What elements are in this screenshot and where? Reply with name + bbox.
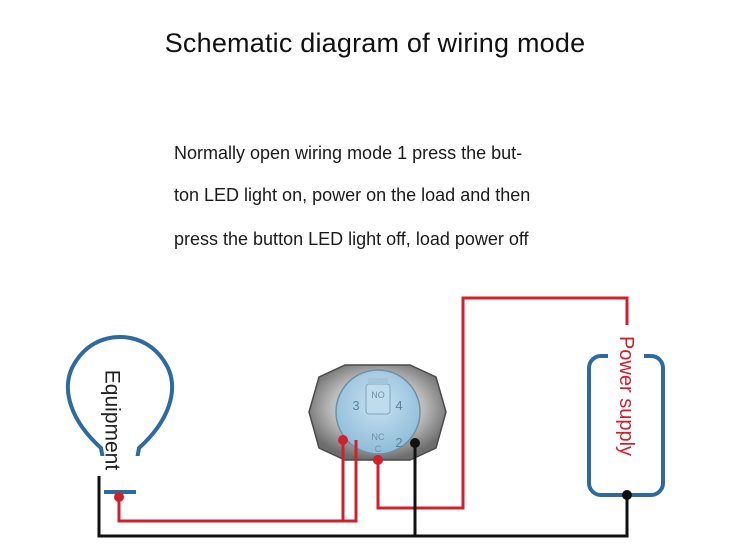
- dot-terminal-3: [338, 435, 348, 445]
- switch-terminal-2: 2: [395, 435, 402, 450]
- switch-bottom-label: C: [375, 444, 382, 454]
- dot-terminal-2: [410, 438, 420, 448]
- wire-equipment-to-terminal-3: [117, 440, 358, 523]
- dot-equipment-live: [114, 492, 124, 502]
- push-button-switch: NO NC C 3 4 2: [308, 364, 447, 461]
- switch-top-tab: [368, 378, 388, 384]
- description-line-2: ton LED light on, power on the load and …: [174, 185, 531, 205]
- wire-equipment-to-power-supply: [97, 476, 629, 538]
- bulb-outline: [65, 334, 175, 478]
- switch-terminal-3: 3: [352, 398, 359, 413]
- description-line-3: press the button LED light off, load pow…: [174, 229, 529, 249]
- dot-terminal-c: [373, 455, 383, 465]
- switch-top-label: NO: [371, 390, 385, 400]
- live-wires: [117, 296, 629, 523]
- description-line-1: Normally open wiring mode 1 press the bu…: [174, 143, 523, 163]
- switch-center-label: NC: [372, 432, 385, 442]
- neutral-wires: [97, 443, 629, 538]
- dot-power-supply-neutral: [622, 490, 632, 500]
- switch-terminal-4: 4: [395, 398, 402, 413]
- power-supply-label-bg: [608, 340, 644, 475]
- diagram-title: Schematic diagram of wiring mode: [164, 28, 586, 58]
- equipment-label: Equipment: [101, 370, 124, 471]
- power-supply-label: Power supply: [615, 336, 637, 456]
- equipment-bulb: [65, 334, 175, 494]
- bulb-socket-gap: [98, 456, 144, 480]
- wire-terminal-c-to-power-supply: [376, 296, 629, 510]
